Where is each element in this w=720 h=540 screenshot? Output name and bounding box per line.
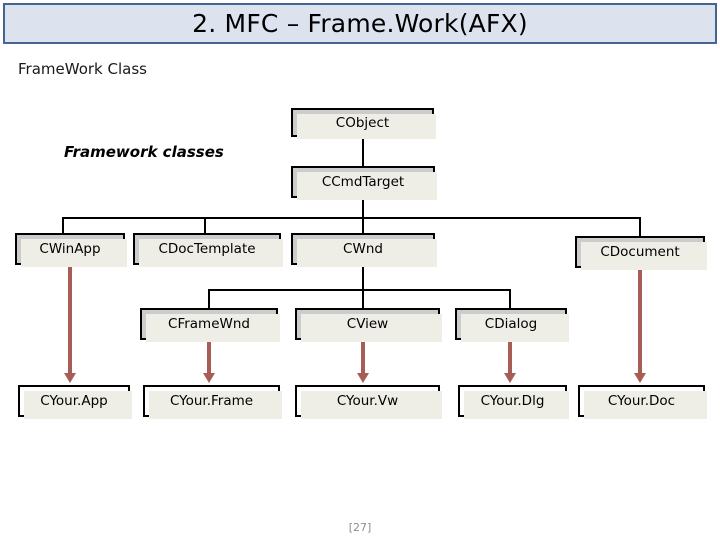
class-node-label: CFrameWnd bbox=[168, 316, 250, 332]
derivation-arrow-cframewnd-to-cyourframe bbox=[203, 342, 215, 383]
connector-bus-to-cwinapp bbox=[62, 217, 64, 233]
class-node-label: CView bbox=[346, 316, 389, 332]
slide-subtitle: FrameWork Class bbox=[18, 60, 147, 78]
derivation-arrow-cwinapp-to-cyourapp bbox=[64, 267, 76, 383]
class-node-cwnd[interactable]: CWnd bbox=[291, 233, 437, 267]
connector-level3-bus bbox=[62, 217, 640, 219]
derivation-arrow-cdialog-to-cyourdlg bbox=[504, 342, 516, 383]
connector-level4-bus bbox=[208, 289, 511, 291]
connector-ccmdtarget-stem bbox=[362, 198, 364, 219]
connector-bus-to-cview bbox=[362, 289, 364, 308]
class-node-cyourdoc[interactable]: CYour.Doc bbox=[578, 385, 707, 419]
derivation-arrow-cview-to-cyourvw bbox=[357, 342, 369, 383]
page-number: [27] bbox=[348, 521, 372, 534]
class-node-cview[interactable]: CView bbox=[295, 308, 442, 342]
class-node-label: CDocument bbox=[600, 244, 680, 260]
class-node-label: CDocTemplate bbox=[158, 241, 256, 257]
class-node-ccmdtarget[interactable]: CCmdTarget bbox=[291, 166, 437, 200]
class-node-label: CYour.Dlg bbox=[480, 393, 545, 409]
class-node-label: CDialog bbox=[484, 316, 538, 332]
framework-classes-caption: Framework classes bbox=[64, 143, 224, 161]
class-node-cyourapp[interactable]: CYour.App bbox=[18, 385, 132, 419]
slide-title-bar: 2. MFC – Frame.Work(AFX) bbox=[3, 3, 717, 44]
page-title: 2. MFC – Frame.Work(AFX) bbox=[192, 9, 528, 38]
class-node-cwinapp[interactable]: CWinApp bbox=[15, 233, 127, 267]
class-node-label: CWnd bbox=[343, 241, 383, 257]
class-node-cframewnd[interactable]: CFrameWnd bbox=[140, 308, 280, 342]
class-node-cdoctemplate[interactable]: CDocTemplate bbox=[133, 233, 283, 267]
class-node-cyourvw[interactable]: CYour.Vw bbox=[295, 385, 442, 419]
connector-bus-to-cframewnd bbox=[208, 289, 210, 308]
connector-bus-to-cdocument bbox=[639, 217, 641, 236]
derivation-arrow-cdocument-to-cyourdoc bbox=[634, 270, 646, 383]
class-node-label: CCmdTarget bbox=[321, 174, 405, 190]
class-node-label: CObject bbox=[335, 114, 390, 131]
class-node-cyourframe[interactable]: CYour.Frame bbox=[143, 385, 282, 419]
class-node-cobject[interactable]: CObject bbox=[291, 108, 436, 139]
class-node-label: CWinApp bbox=[39, 241, 101, 257]
connector-bus-to-cwnd bbox=[362, 217, 364, 233]
class-node-label: CYour.App bbox=[40, 393, 108, 409]
class-node-cyourdlg[interactable]: CYour.Dlg bbox=[458, 385, 569, 419]
connector-bus-to-cdialog bbox=[509, 289, 511, 308]
connector-cwnd-stem bbox=[362, 265, 364, 291]
connector-bus-to-cdoctemplate bbox=[204, 217, 206, 233]
class-node-label: CYour.Frame bbox=[169, 393, 254, 409]
class-node-cdocument[interactable]: CDocument bbox=[575, 236, 707, 270]
connector-cobject-to-ccmdtarget bbox=[362, 137, 364, 166]
class-node-label: CYour.Doc bbox=[607, 393, 676, 409]
class-node-cdialog[interactable]: CDialog bbox=[455, 308, 569, 342]
class-node-label: CYour.Vw bbox=[336, 393, 399, 409]
